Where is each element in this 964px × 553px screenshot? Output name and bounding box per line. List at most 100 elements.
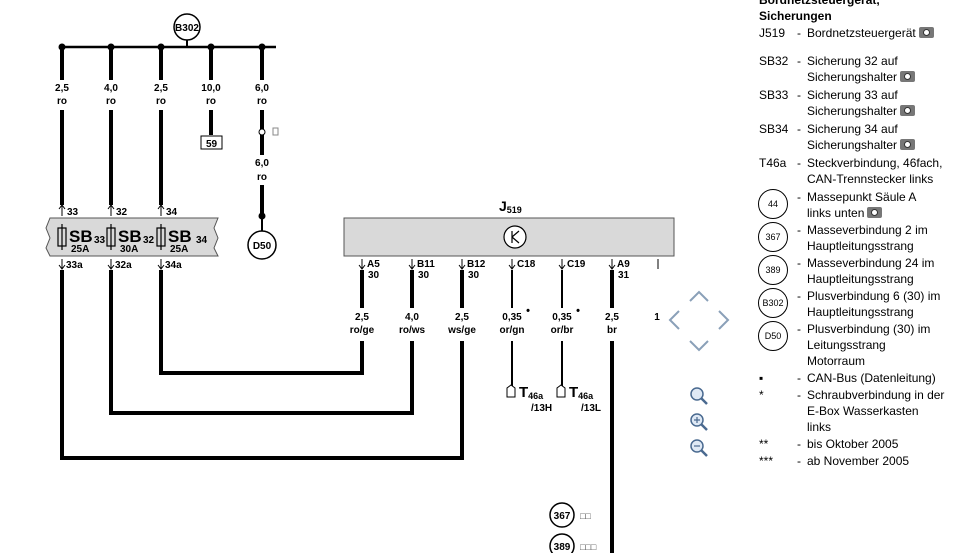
legend-entry: **-bis Oktober 2005: [759, 436, 964, 452]
legend-line: Sicherungshalter: [807, 137, 964, 153]
legend-line-text: Schraubverbindung in der: [807, 388, 945, 402]
camera-icon[interactable]: [900, 139, 916, 150]
legend-code: SB33: [759, 88, 789, 102]
top-wires: [60, 47, 264, 216]
legend-line: Schraubverbindung in der: [807, 387, 964, 403]
svg-text:32: 32: [143, 235, 155, 246]
legend-dash: -: [797, 88, 801, 102]
legend-line: Hauptleitungsstrang: [807, 304, 964, 320]
svg-text:4,0: 4,0: [405, 312, 419, 323]
svg-text:0,35: 0,35: [502, 312, 522, 323]
legend-description: bis Oktober 2005: [807, 436, 964, 452]
zoom-in-icon[interactable]: [690, 413, 708, 431]
legend-line: Sicherungshalter: [807, 69, 964, 85]
fuse-arrows: [58, 204, 165, 270]
svg-text:367: 367: [554, 511, 571, 522]
fuse-symbols: [57, 224, 166, 250]
legend-heading: Bordnetzsteuergerät, Sicherungen: [759, 0, 880, 23]
legend-description: CAN-Bus (Datenleitung): [807, 370, 964, 386]
svg-text:2,5: 2,5: [455, 312, 469, 323]
legend-code: ▪: [759, 371, 764, 385]
legend-code: SB32: [759, 54, 789, 68]
legend-line: ab November 2005: [807, 453, 964, 469]
pan-down-arrow[interactable]: [689, 340, 709, 352]
svg-text:A5: A5: [367, 259, 380, 270]
legend-line: Masseverbindung 2 im: [807, 222, 964, 238]
svg-text:SB: SB: [69, 227, 93, 246]
legend-line: links unten: [807, 205, 964, 221]
camera-icon[interactable]: [918, 27, 934, 38]
svg-text:25A: 25A: [170, 244, 188, 255]
svg-text:34: 34: [196, 235, 208, 246]
legend-line: Hauptleitungsstrang: [807, 271, 964, 287]
legend-line-text: Bordnetzsteuergerät: [807, 26, 916, 40]
legend-line-text: Masseverbindung 2 im: [807, 223, 928, 237]
legend-line-text: Plusverbindung 6 (30) im: [807, 289, 941, 303]
legend-line: Motorraum: [807, 353, 964, 369]
svg-text:□□: □□: [580, 511, 591, 521]
legend-dash: -: [797, 256, 801, 270]
svg-text:A9: A9: [617, 259, 630, 270]
legend-code: ***: [759, 454, 774, 468]
legend-line: Steckverbindung, 46fach,: [807, 155, 964, 171]
legend-line: CAN-Bus (Datenleitung): [807, 370, 964, 386]
svg-text:ro/ws: ro/ws: [399, 325, 426, 336]
svg-text:B12: B12: [467, 259, 486, 270]
pan-up-arrow[interactable]: [689, 290, 709, 302]
pan-left-arrow[interactable]: [668, 310, 680, 330]
camera-icon[interactable]: [900, 71, 916, 82]
legend-line-text: CAN-Trennstecker links: [807, 172, 934, 186]
svg-text:2,5: 2,5: [355, 312, 369, 323]
legend-line-text: Leitungsstrang: [807, 338, 886, 352]
legend-entry: ***-ab November 2005: [759, 453, 964, 469]
svg-text:C18: C18: [517, 259, 536, 270]
svg-text:30A: 30A: [120, 244, 138, 255]
legend-line-text: Motorraum: [807, 354, 866, 368]
ground-refs[interactable]: 367 □□ 389 □□□: [549, 502, 597, 553]
d50-connector[interactable]: [247, 230, 277, 260]
camera-icon[interactable]: [900, 105, 916, 116]
legend-line: links: [807, 419, 964, 435]
svg-text:ro: ro: [106, 96, 116, 107]
svg-text:ro: ro: [206, 96, 216, 107]
svg-text:25A: 25A: [71, 244, 89, 255]
legend-line: Hauptleitungsstrang: [807, 238, 964, 254]
fuse-holder[interactable]: [45, 217, 219, 257]
legend-line-text: Sicherung 33 auf: [807, 88, 898, 102]
zoom-reset-icon[interactable]: [690, 387, 708, 405]
svg-text:C19: C19: [567, 259, 586, 270]
svg-text:/13H: /13H: [531, 403, 552, 414]
svg-text:T46a: T46a: [569, 384, 594, 401]
legend-line: E-Box Wasserkasten: [807, 403, 964, 419]
zoom-out-icon[interactable]: [690, 439, 708, 457]
screw-connection-marker: [258, 128, 266, 136]
svg-text:32: 32: [116, 207, 128, 218]
svg-text:0,35: 0,35: [552, 312, 572, 323]
legend-line-text: Hauptleitungsstrang: [807, 272, 914, 286]
svg-text:T46a: T46a: [519, 384, 544, 401]
legend-description: ab November 2005: [807, 453, 964, 469]
legend-line-text: Sicherungshalter: [807, 70, 898, 84]
note-marker: [272, 127, 279, 136]
b302-connector[interactable]: [173, 13, 201, 41]
legend-code: J519: [759, 26, 786, 40]
svg-text:SB: SB: [118, 227, 142, 246]
pan-right-arrow[interactable]: [718, 310, 730, 330]
legend-entry: ▪-CAN-Bus (Datenleitung): [759, 370, 964, 386]
camera-icon[interactable]: [867, 207, 883, 218]
legend-line-text: links: [807, 420, 832, 434]
